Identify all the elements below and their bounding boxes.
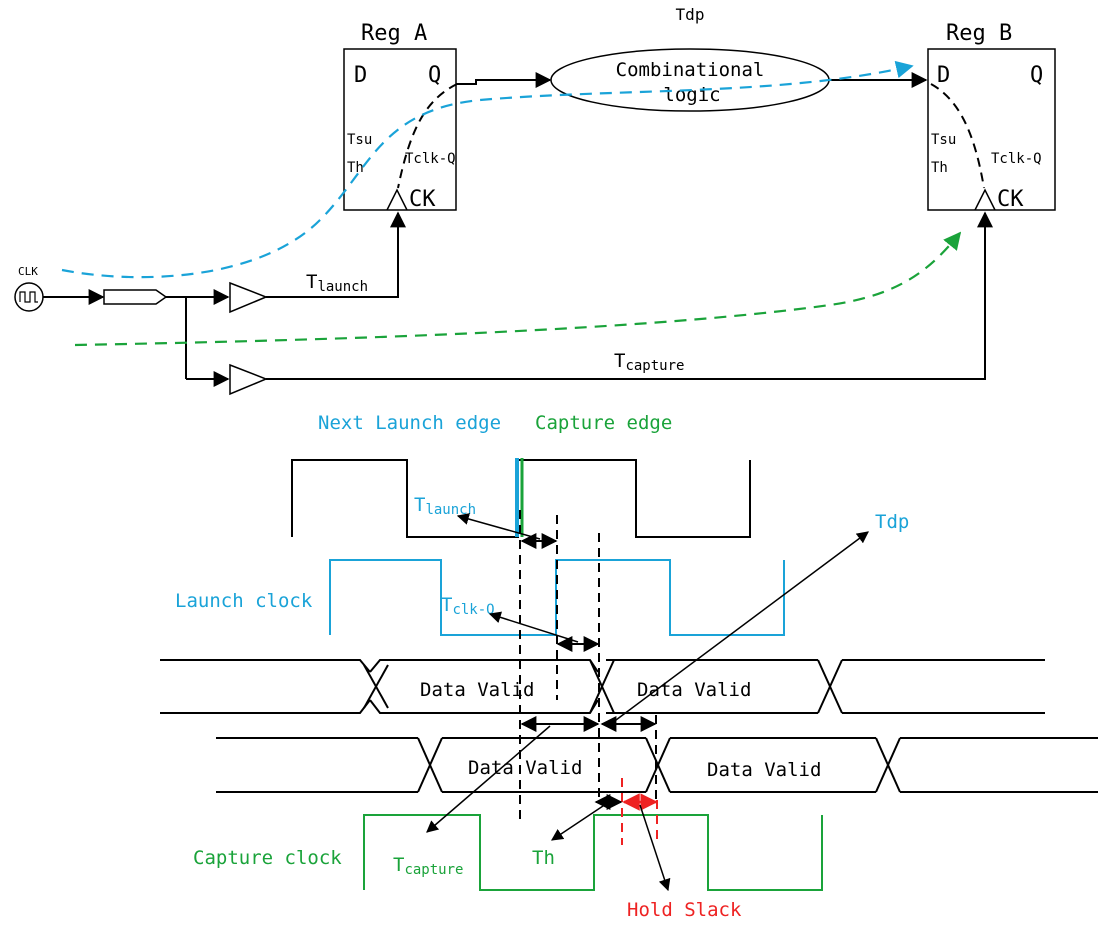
data-valid-1b: Data Valid — [637, 679, 751, 701]
combinational-logic-label-1: Combinational — [616, 59, 765, 81]
register-a-title: Reg A — [361, 21, 427, 46]
combinational-logic-label-2: logic — [663, 84, 720, 106]
capture-edge-label: Capture edge — [535, 412, 672, 434]
register-b: Reg B D Q Tsu Th Tclk-Q CK — [927, 21, 1056, 212]
hold-slack-leader — [639, 804, 671, 892]
data-row-2: Data Valid Data Valid — [216, 737, 1098, 793]
register-a-d-pin: D — [354, 63, 367, 88]
register-a-tsu: Tsu — [347, 132, 372, 148]
data-valid-2a: Data Valid — [468, 757, 582, 779]
capture-buffer — [229, 363, 269, 396]
q-to-logic-wire — [456, 72, 552, 88]
t-launch-wave-label: Tlaunch — [414, 494, 476, 518]
register-a-q-pin: Q — [428, 63, 441, 88]
launch-clock-label: Launch clock — [175, 590, 313, 612]
register-b-tsu: Tsu — [931, 132, 956, 148]
clock-wave-icon — [19, 291, 38, 303]
clock-source-label: CLK — [18, 265, 38, 278]
tclkq-wave-label: Tclk-Q — [441, 594, 495, 618]
clock-tree: CLK Tlaunch Tcapture — [14, 211, 993, 396]
register-a-th: Th — [347, 160, 364, 176]
data-path-blue — [61, 60, 914, 279]
t-launch-label: Tlaunch — [306, 271, 368, 295]
register-b-clock-triangle — [974, 188, 996, 211]
capture-clock-label: Capture clock — [193, 847, 342, 869]
clock-source-icon — [14, 282, 44, 312]
data-row-1: Data Valid Data Valid — [160, 659, 1045, 714]
data-row-1-cross-1b — [363, 664, 389, 709]
data-valid-1a: Data Valid — [420, 679, 534, 701]
register-b-d-pin: D — [937, 63, 950, 88]
t-capture-wave-label: Tcapture — [393, 854, 463, 878]
register-b-tclkq: Tclk-Q — [991, 151, 1042, 167]
tdp-wave-label: Tdp — [875, 511, 909, 533]
register-a-tclkq: Tclk-Q — [405, 151, 456, 167]
data-row-2-prev — [216, 737, 418, 793]
register-a: Reg A D Q Tsu Th Tclk-Q CK — [343, 21, 458, 212]
hold-slack-guides — [621, 778, 658, 845]
data-row-2-seg-2 — [670, 737, 876, 793]
data-row-2-cross-1b — [417, 737, 443, 793]
register-b-box — [927, 48, 1056, 211]
combinational-logic: Combinational logic Tdp — [550, 5, 830, 112]
hold-slack-label: Hold Slack — [627, 899, 742, 921]
data-row-2-cross-3b — [875, 737, 901, 793]
data-row-2-cross-2b — [645, 737, 671, 793]
t-capture-label: Tcapture — [614, 350, 684, 374]
register-a-ck-pin: CK — [409, 187, 436, 212]
register-a-clock-triangle — [386, 188, 408, 211]
data-row-2-next — [900, 737, 1098, 793]
register-b-q-pin: Q — [1030, 63, 1043, 88]
data-row-1-next — [842, 659, 1045, 714]
launch-clock-wire — [266, 211, 406, 298]
capture-clock-waveform — [363, 814, 823, 891]
data-row-1-prev — [160, 659, 371, 714]
data-row-1-seg-2 — [606, 659, 818, 714]
tcapture-leader — [426, 725, 551, 833]
next-launch-edge-label: Next Launch edge — [318, 412, 501, 434]
register-a-box — [343, 48, 457, 211]
register-b-title: Reg B — [946, 21, 1012, 46]
tclkq-leader — [488, 611, 579, 643]
data-row-1-cross-3b — [817, 659, 843, 714]
capture-clock-wire — [266, 211, 993, 380]
th-wave-label: Th — [532, 847, 555, 869]
register-a-clk-to-q-path — [397, 83, 458, 189]
data-row-1-cross-2b — [589, 659, 615, 714]
clock-input-buffer — [103, 289, 168, 305]
register-b-clk-to-q-path — [930, 83, 985, 189]
data-row-2-seg-1 — [442, 737, 646, 793]
t-launch-leader — [456, 513, 541, 540]
launch-buffer — [229, 281, 269, 314]
th-leader — [551, 803, 607, 841]
data-valid-2b: Data Valid — [707, 759, 821, 781]
tdp-leader — [607, 531, 869, 727]
register-b-ck-pin: CK — [997, 187, 1024, 212]
tdp-label: Tdp — [676, 5, 705, 24]
register-b-th: Th — [931, 160, 948, 176]
clock-path-green — [74, 231, 962, 347]
